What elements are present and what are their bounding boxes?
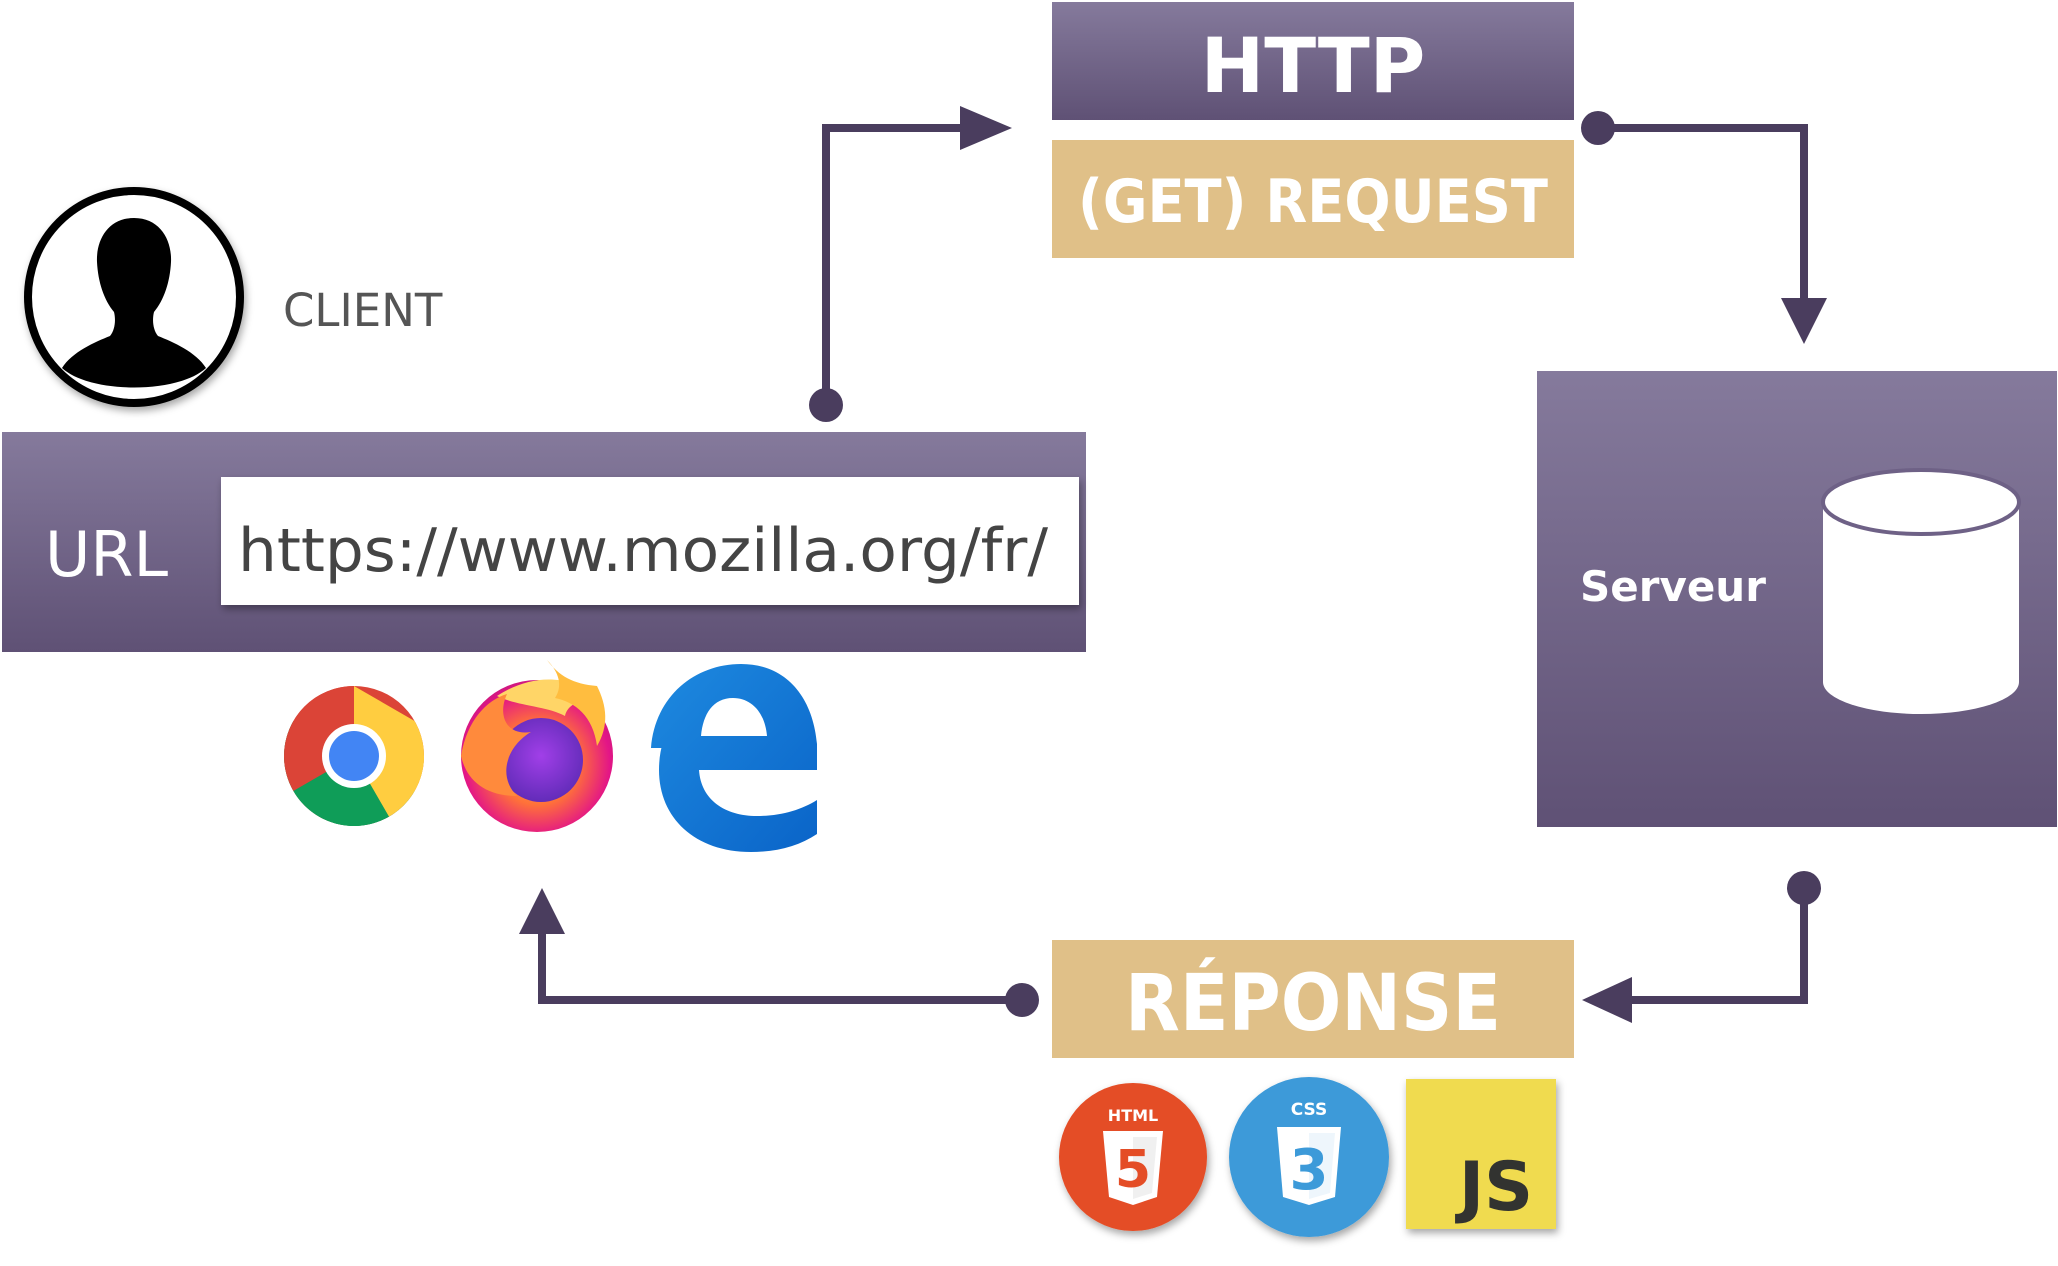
request-label: (GET) REQUEST bbox=[1078, 167, 1548, 237]
css3-icon: CSS 3 bbox=[1229, 1077, 1389, 1237]
user-silhouette-icon bbox=[62, 218, 206, 388]
html5-icon: HTML 5 bbox=[1059, 1083, 1207, 1231]
get-request-box: (GET) REQUEST bbox=[1052, 140, 1574, 258]
connector-server-to-response bbox=[1625, 888, 1808, 1004]
css3-glyph: 3 bbox=[1290, 1138, 1329, 1203]
http-box: HTTP bbox=[1052, 2, 1574, 120]
server-label: Serveur bbox=[1580, 562, 1766, 611]
url-input-field[interactable] bbox=[221, 477, 1079, 605]
url-bar: URL https://www.mozilla.org/fr/ bbox=[2, 432, 1086, 652]
connector-response-to-client bbox=[538, 930, 1022, 1004]
connector-start-dot bbox=[1787, 871, 1821, 905]
server-box: Serveur bbox=[1537, 371, 2057, 827]
connector-start-dot bbox=[809, 388, 843, 422]
url-input-value: https://www.mozilla.org/fr/ bbox=[238, 516, 1049, 586]
arrowhead-down bbox=[1781, 298, 1827, 344]
response-box: RÉPONSE bbox=[1052, 940, 1574, 1058]
javascript-icon: JS bbox=[1406, 1079, 1556, 1229]
arrowhead-right bbox=[960, 106, 1012, 150]
edge-icon bbox=[651, 664, 817, 852]
client-avatar bbox=[24, 187, 244, 407]
html5-badge: HTML bbox=[1108, 1106, 1158, 1125]
connector-request-to-server bbox=[1598, 124, 1808, 300]
chrome-icon bbox=[284, 686, 424, 826]
client-label: CLIENT bbox=[283, 284, 443, 337]
connector-start-dot bbox=[1005, 983, 1039, 1017]
css3-badge: CSS bbox=[1291, 1100, 1328, 1120]
http-label: HTTP bbox=[1201, 21, 1426, 110]
url-label: URL bbox=[45, 518, 168, 591]
html5-glyph: 5 bbox=[1115, 1140, 1151, 1200]
database-cylinder-icon bbox=[1821, 468, 2021, 714]
connector-client-to-request bbox=[822, 124, 968, 405]
javascript-badge: JS bbox=[1455, 1148, 1533, 1227]
firefox-icon bbox=[461, 660, 613, 832]
response-label: RÉPONSE bbox=[1125, 957, 1501, 1049]
arrowhead-up bbox=[519, 888, 565, 934]
connector-start-dot bbox=[1581, 111, 1615, 145]
arrowhead-left bbox=[1582, 977, 1632, 1023]
